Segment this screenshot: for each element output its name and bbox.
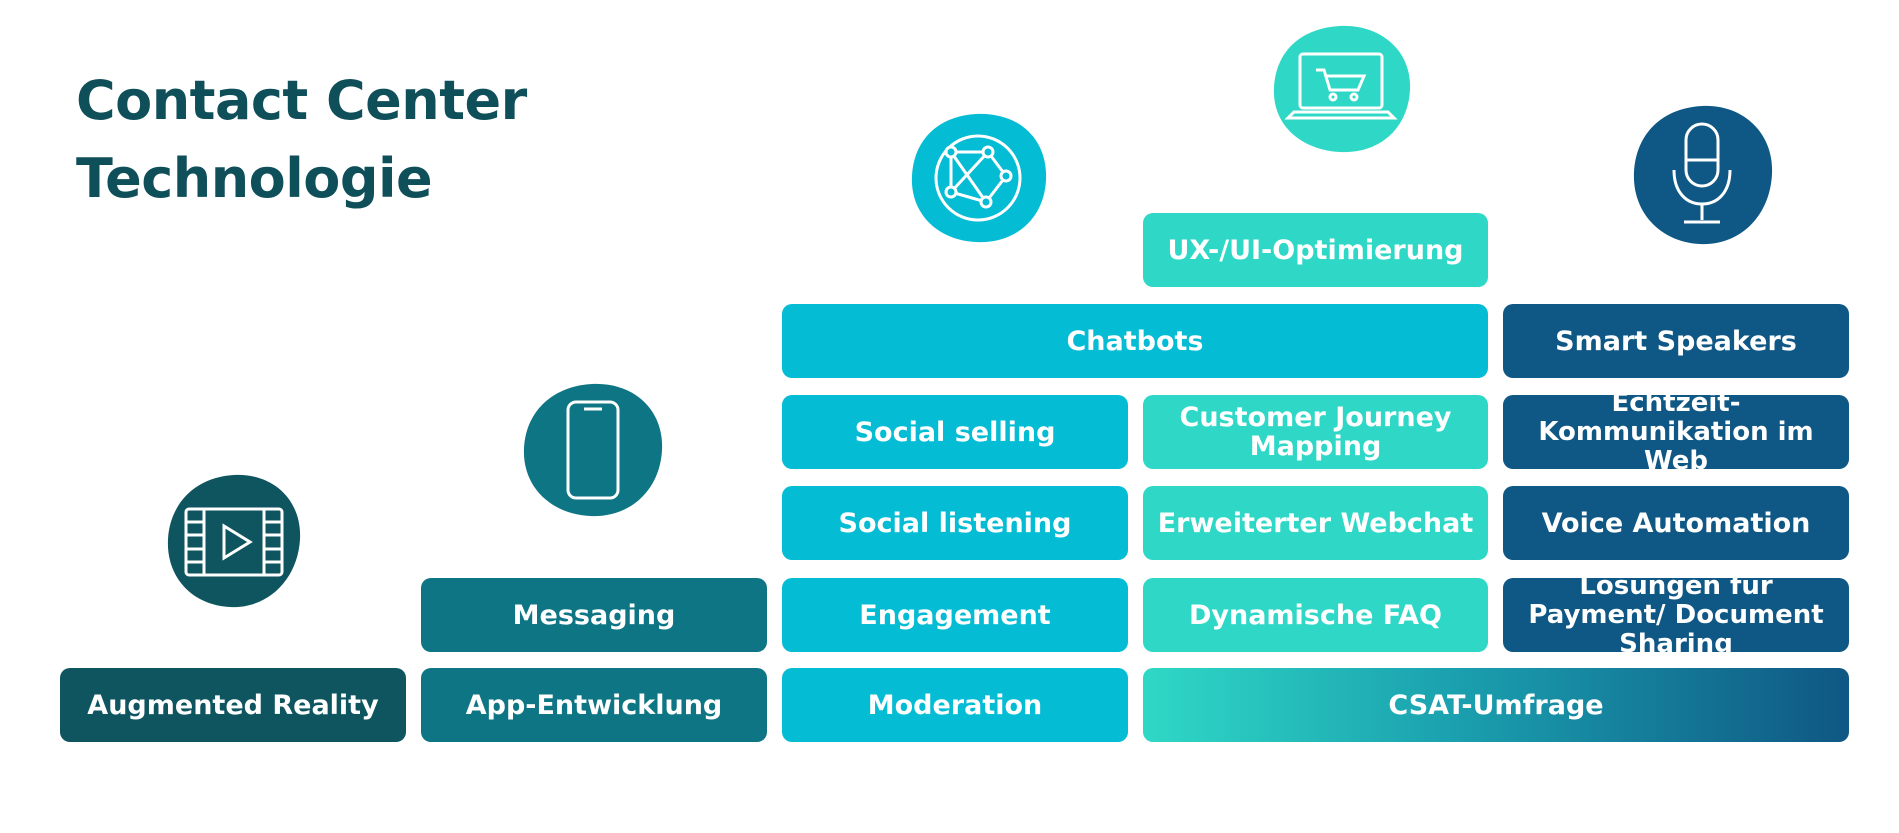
block-smart-speakers: Smart Speakers	[1503, 304, 1849, 378]
page-title: Contact Center Technologie	[76, 62, 596, 218]
block-dynamische-faq: Dynamische FAQ	[1143, 578, 1488, 652]
block-app-entwicklung: App-Entwicklung	[421, 668, 767, 742]
block-voice-automation: Voice Automation	[1503, 486, 1849, 560]
smartphone-icon	[523, 383, 663, 517]
block-chatbots: Chatbots	[782, 304, 1488, 378]
block-loesungen-payment: Lösungen für Payment/ Document Sharing	[1503, 571, 1849, 658]
globe-network-icon	[911, 113, 1047, 243]
block-augmented-reality: Augmented Reality	[60, 668, 406, 742]
block-social-selling: Social selling	[782, 395, 1128, 469]
laptop-cart-icon	[1273, 25, 1411, 153]
block-ux-ui-optimierung: UX-/UI-Optimierung	[1143, 213, 1488, 287]
block-social-listening: Social listening	[782, 486, 1128, 560]
title-line-2: Technologie	[76, 147, 433, 210]
title-line-1: Contact Center	[76, 69, 527, 132]
block-engagement: Engagement	[782, 578, 1128, 652]
microphone-icon	[1633, 105, 1773, 245]
block-echtzeit-kommunikation: Echtzeit-Kommunikation im Web	[1503, 388, 1849, 475]
video-icon	[167, 474, 301, 608]
block-erweiterter-webchat: Erweiterter Webchat	[1143, 486, 1488, 560]
block-moderation: Moderation	[782, 668, 1128, 742]
block-csat-umfrage: CSAT-Umfrage	[1143, 668, 1849, 742]
block-customer-journey-mapping: Customer Journey Mapping	[1143, 395, 1488, 469]
block-messaging: Messaging	[421, 578, 767, 652]
